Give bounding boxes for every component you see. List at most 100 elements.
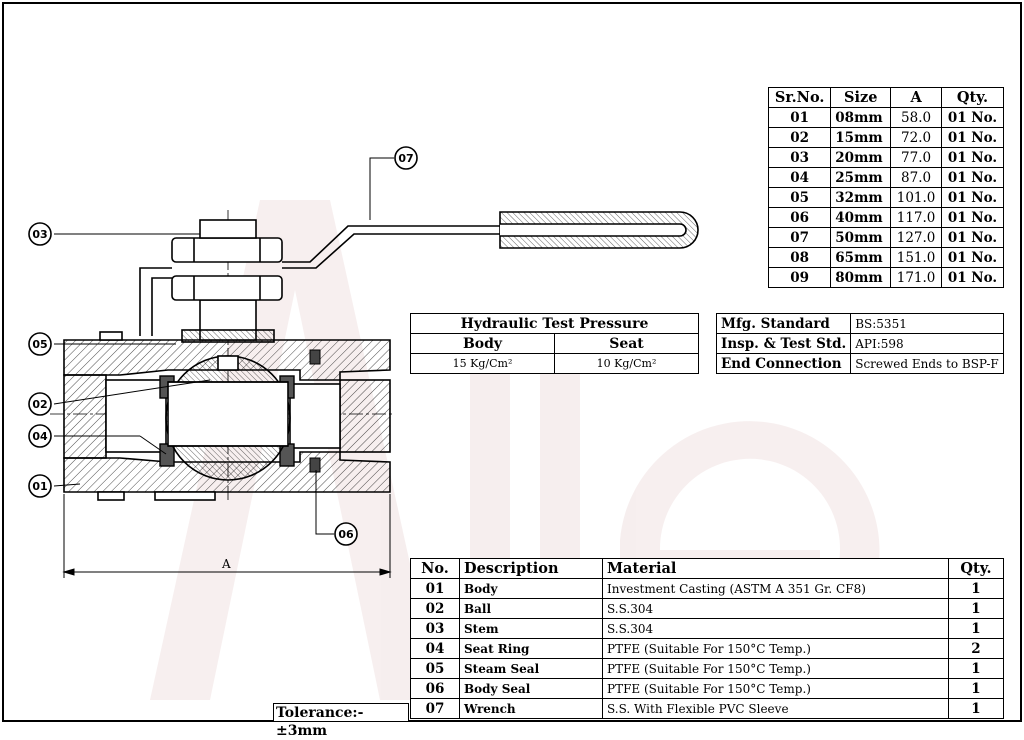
body-pressure: 15 Kg/Cm²: [410, 353, 555, 374]
cell: S.S.304: [602, 618, 949, 639]
cell: Body: [459, 578, 603, 599]
cell: 05: [767, 187, 832, 208]
spec-value: API:598: [850, 333, 1004, 354]
cell: 65mm: [830, 247, 892, 268]
cell: 01 No.: [940, 187, 1005, 208]
body-seal: [309, 457, 321, 473]
svg-text:07: 07: [398, 152, 413, 165]
valve-drawing: A 01 02 03 04 05 06 07: [28, 146, 880, 700]
balloon-02: 02: [28, 392, 52, 416]
balloon-06: 06: [334, 522, 358, 546]
size-table-header: Sr.No. Size A Qty.: [767, 87, 1005, 108]
col-material: Material: [602, 558, 949, 579]
drawing-frame: [2, 2, 1022, 722]
cell: 05: [410, 658, 460, 679]
cell: Investment Casting (ASTM A 351 Gr. CF8): [602, 578, 949, 599]
cell: 02: [410, 598, 460, 619]
cell: 101.0: [890, 187, 942, 208]
seat-header: Seat: [554, 333, 699, 354]
cell: 1: [948, 678, 1004, 699]
col-size: Size: [830, 87, 892, 108]
tolerance-note: Tolerance:-±3mm: [273, 703, 409, 739]
cell: 20mm: [830, 147, 892, 168]
cell: 09: [767, 267, 832, 288]
cell: 01 No.: [940, 107, 1005, 128]
balloon-05: 05: [28, 332, 52, 356]
cell: Wrench: [459, 698, 603, 719]
balloon-04: 04: [28, 424, 52, 448]
spec-label: End Connection: [715, 353, 852, 374]
wrench-lever: [139, 211, 699, 336]
svg-text:06: 06: [338, 528, 354, 541]
watermark-logo: [150, 200, 880, 700]
body-header: Body: [410, 333, 555, 354]
cell: 06: [767, 207, 832, 228]
cell: 04: [767, 167, 832, 188]
col-a: A: [890, 87, 942, 108]
cell: 01 No.: [940, 147, 1005, 168]
cell: Stem: [459, 618, 603, 639]
cell: 1: [948, 598, 1004, 619]
cell: 50mm: [830, 227, 892, 248]
svg-text:03: 03: [32, 228, 47, 241]
cell: 01: [767, 107, 832, 128]
cell: 01 No.: [940, 127, 1005, 148]
cell: 171.0: [890, 267, 942, 288]
svg-text:05: 05: [32, 338, 47, 351]
ball: [165, 355, 291, 481]
cell: 58.0: [890, 107, 942, 128]
cell: 01: [410, 578, 460, 599]
col-srno: Sr.No.: [767, 87, 832, 108]
dimension-label: A: [221, 557, 231, 571]
cell: 72.0: [890, 127, 942, 148]
spec-value: Screwed Ends to BSP-F: [850, 353, 1004, 374]
cell: Seat Ring: [459, 638, 603, 659]
cell: 15mm: [830, 127, 892, 148]
col-qty: Qty.: [948, 558, 1004, 579]
cell: 02: [767, 127, 832, 148]
cell: PTFE (Suitable For 150°C Temp.): [602, 638, 949, 659]
dimension-a: [62, 494, 392, 578]
hydraulic-title: Hydraulic Test Pressure: [410, 313, 699, 334]
cell: 07: [410, 698, 460, 719]
cell: 1: [948, 618, 1004, 639]
cell: 01 No.: [940, 167, 1005, 188]
cell: 01 No.: [940, 227, 1005, 248]
cell: 03: [410, 618, 460, 639]
hydraulic-test-table: Hydraulic Test Pressure Body Seat 15 Kg/…: [410, 313, 699, 374]
cell: PTFE (Suitable For 150°C Temp.): [602, 678, 949, 699]
cell: PTFE (Suitable For 150°C Temp.): [602, 658, 949, 679]
cell: 87.0: [890, 167, 942, 188]
cell: 2: [948, 638, 1004, 659]
cell: Ball: [459, 598, 603, 619]
valve-body: [63, 331, 391, 501]
spec-value: BS:5351: [850, 313, 1004, 334]
cell: Steam Seal: [459, 658, 603, 679]
cell: 117.0: [890, 207, 942, 228]
cell: 08: [767, 247, 832, 268]
spec-label: Insp. & Test Std.: [715, 333, 852, 354]
cell: 03: [767, 147, 832, 168]
cell: 25mm: [830, 167, 892, 188]
cell: 1: [948, 578, 1004, 599]
cell: S.S. With Flexible PVC Sleeve: [602, 698, 949, 719]
cell: 04: [410, 638, 460, 659]
balloon-03: 03: [28, 222, 52, 246]
cell: 06: [410, 678, 460, 699]
cell: 32mm: [830, 187, 892, 208]
